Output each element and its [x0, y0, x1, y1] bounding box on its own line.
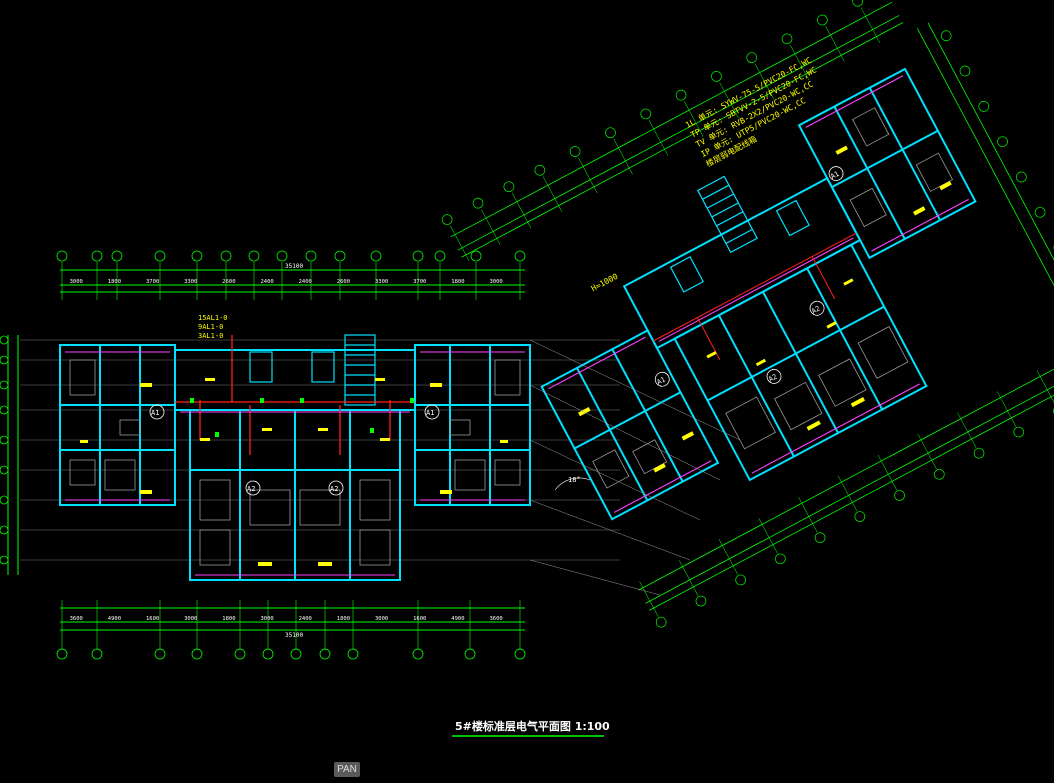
left-bottom-total-dim: 35100 — [285, 632, 303, 639]
left-top-dim-label: 3000 — [489, 279, 502, 285]
height-note: H=1000 — [590, 272, 620, 294]
left-top-dim-label: 3000 — [70, 279, 83, 285]
left-bottom-dim-label: 4900 — [108, 616, 121, 622]
angle-label: 18° — [568, 476, 581, 484]
left-floor-plan: A1 A1 A2 A2 15AL1-0 9AL1-0 3AL1-0 35100 … — [0, 250, 620, 660]
room-tag-a2-rot-left: A2 — [767, 373, 778, 384]
room-tag-a1-rot-left: A1 — [656, 375, 667, 386]
left-top-dim-label: 2600 — [222, 279, 235, 285]
riser-note-3: 3AL1-0 — [198, 332, 223, 340]
left-bottom-dim-label: 1600 — [146, 616, 159, 622]
left-top-dim-label: 3700 — [146, 279, 159, 285]
left-bottom-dim-label: 3000 — [260, 616, 273, 622]
left-top-dim-label: 1800 — [108, 279, 121, 285]
left-bottom-dim-label: 3600 — [489, 616, 502, 622]
riser-note-9: 9AL1-0 — [198, 323, 223, 331]
left-top-dim-label: 3300 — [375, 279, 388, 285]
room-tag-a1-left: A1 — [151, 409, 159, 417]
left-bottom-dim-label: 1600 — [413, 616, 426, 622]
leader-lines — [529, 339, 741, 596]
room-tag-a1-right: A1 — [426, 409, 434, 417]
left-bottom-dim-label: 3000 — [375, 616, 388, 622]
left-bottom-dim-label: 1800 — [337, 616, 350, 622]
riser-note-15: 15AL1-0 — [198, 314, 228, 322]
left-bottom-dim-label: 3600 — [70, 616, 83, 622]
left-top-dim-label: 2400 — [260, 279, 273, 285]
left-top-dim-label: 3700 — [413, 279, 426, 285]
pan-command-indicator[interactable]: PAN — [334, 762, 360, 777]
left-bottom-dim-label: 4900 — [451, 616, 464, 622]
room-tag-a2-right: A2 — [330, 485, 338, 493]
left-bottom-dim-label: 3000 — [184, 616, 197, 622]
left-top-dim-label: 1800 — [451, 279, 464, 285]
angle-arc — [554, 477, 591, 491]
title-underline — [452, 735, 604, 737]
drawing-title: 5#楼标准层电气平面图 1:100 — [455, 720, 610, 733]
room-tag-a1-rot-right: A1 — [829, 170, 840, 181]
left-top-dim-label: 2600 — [337, 279, 350, 285]
left-top-dim-label: 2400 — [299, 279, 312, 285]
room-tag-a2-rot-right: A2 — [810, 304, 821, 315]
left-top-dim-label: 3300 — [184, 279, 197, 285]
left-bottom-dim-label: 2400 — [299, 616, 312, 622]
left-top-total-dim: 35100 — [285, 263, 303, 270]
room-tag-a2-left: A2 — [247, 485, 255, 493]
right-floor-plan-rotated: A1 A1 A2 A2 1L 单元: SYWV-75-5/PVC20-FC,WC… — [441, 0, 1054, 628]
left-bottom-dim-label: 1800 — [222, 616, 235, 622]
